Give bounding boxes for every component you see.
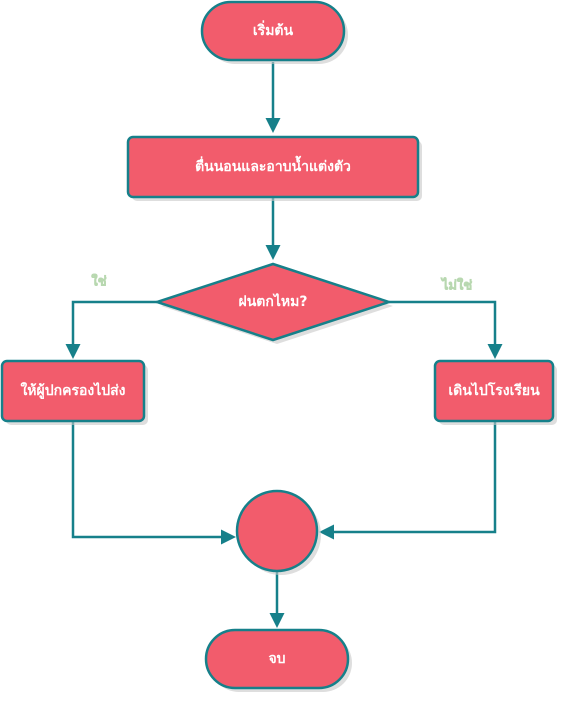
- edge-decision-no: [389, 300, 503, 359]
- node-merge: [235, 489, 321, 575]
- node-start: เริ่มต้น: [200, 0, 348, 64]
- edge-label-yes: ใช่: [91, 273, 106, 290]
- node-decision: ฝนตกไหม?: [152, 262, 394, 344]
- node-decision-label: ฝนตกไหม?: [239, 292, 308, 310]
- edge-label-no: ไม่ใช่: [440, 277, 472, 294]
- edge-walk-to-merge: [319, 422, 497, 540]
- node-walk-school: เดินไปโรงเรียน: [433, 359, 557, 425]
- node-end-label: จบ: [268, 651, 285, 667]
- node-start-label: เริ่มต้น: [253, 20, 294, 39]
- node-walk-school-label: เดินไปโรงเรียน: [448, 381, 540, 399]
- edges: [65, 62, 503, 628]
- node-end: จบ: [204, 628, 352, 692]
- edge-decision-yes: [65, 300, 157, 359]
- edge-parent-to-merge: [71, 422, 236, 545]
- node-wake-up-label: ตื่นนอนและอาบน้ำแต่งตัว: [195, 155, 351, 175]
- node-wake-up: ตื่นนอนและอาบน้ำแต่งตัว: [126, 135, 422, 201]
- node-parent-drive-label: ให้ผู้ปกครองไปส่ง: [20, 381, 125, 399]
- node-parent-drive: ให้ผู้ปกครองไปส่ง: [0, 359, 148, 425]
